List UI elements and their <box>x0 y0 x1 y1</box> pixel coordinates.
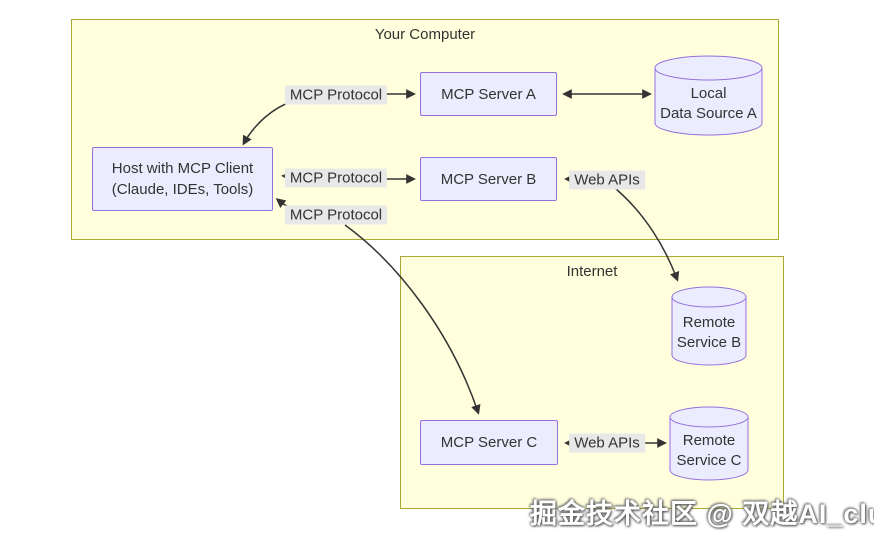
group-internet-title: Internet <box>566 263 618 280</box>
node-local-data-source-a-label: Local Data Source A <box>655 84 762 124</box>
node-host-mcp-client: Host with MCP Client (Claude, IDEs, Tool… <box>92 147 273 211</box>
edge-label-mcp-protocol-c: MCP Protocol <box>284 205 388 225</box>
node-mcp-server-b-label: MCP Server B <box>440 170 537 188</box>
node-mcp-server-a-label: MCP Server A <box>441 85 536 103</box>
node-remote-service-c-label: Remote Service C <box>664 431 754 471</box>
group-internet: Internet <box>400 256 784 509</box>
remote-service-b-line2: Service B <box>676 334 742 351</box>
edge-label-mcp-protocol-b: MCP Protocol <box>284 168 388 188</box>
remote-service-c-line1: Remote <box>682 432 736 449</box>
node-host-line2: (Claude, IDEs, Tools) <box>111 181 254 198</box>
node-mcp-server-c-label: MCP Server C <box>440 434 538 451</box>
node-remote-service-b-label: Remote Service B <box>664 313 754 353</box>
group-your-computer-title: Your Computer <box>374 26 476 43</box>
node-mcp-server-c: MCP Server C <box>420 420 558 465</box>
watermark-text: 掘金技术社区 @ 双越AI_club <box>530 499 874 529</box>
node-mcp-server-a: MCP Server A <box>420 72 557 116</box>
node-host-line1: Host with MCP Client <box>111 160 254 177</box>
edge-label-web-apis-c: Web APIs <box>569 433 645 453</box>
local-data-source-a-line2: Data Source A <box>660 105 757 122</box>
edge-label-mcp-protocol-a: MCP Protocol <box>284 85 388 105</box>
node-mcp-server-b: MCP Server B <box>420 157 557 201</box>
local-data-source-a-line1: Local <box>690 85 727 102</box>
edge-label-web-apis-b: Web APIs <box>569 170 645 190</box>
remote-service-c-line2: Service C <box>676 452 742 469</box>
remote-service-b-line1: Remote <box>682 314 736 331</box>
